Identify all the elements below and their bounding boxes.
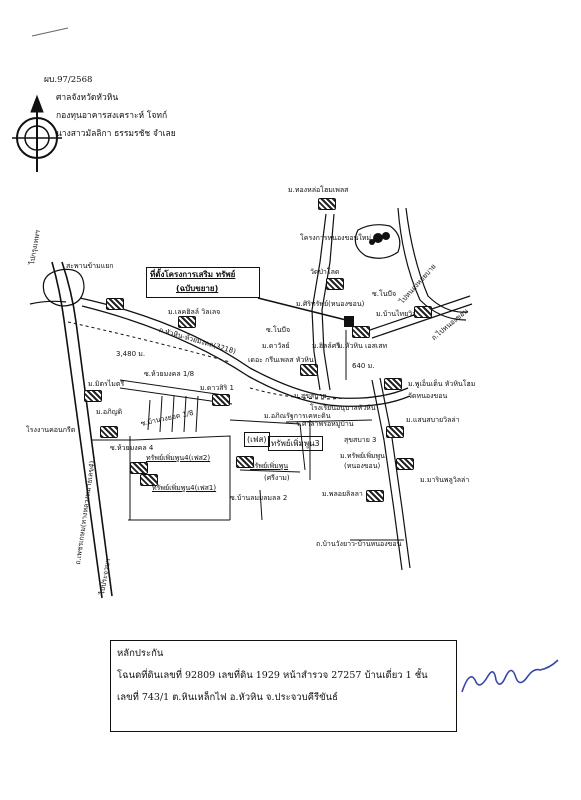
house-icon [140, 474, 158, 486]
place-school: โรงเรียนอนุบาลหัวหิน [310, 404, 376, 412]
label-dist-640: 640 ม. [352, 362, 375, 370]
distance-dashed-line [67, 321, 231, 363]
place-merit-3: ทรัพย์เพิ่มพูน3 [268, 436, 323, 451]
plaintiff: กองทุนอาคารสงเคราะห์ โจทก์ [56, 111, 168, 121]
label-soi-huai-4: ซ.ห้วยมงคล 4 [110, 444, 154, 452]
project-label-box [146, 267, 260, 298]
label-soi-huai: ซ.ห้วยมงคล 1/8 [144, 370, 195, 378]
road-3218 [79, 297, 411, 407]
place-mitsumai: ม.มิตรไมตรี [88, 380, 125, 388]
label-bridge: สะพานข้ามแยก [66, 262, 114, 270]
label-nong-khon-road: ถ.บ้านวังยาว-บ้านหนองขอน [316, 540, 402, 548]
house-icon [84, 390, 102, 402]
place-merit-phun: ทรัพย์เพิ่มพูน [250, 462, 289, 470]
house-icon [300, 364, 318, 376]
collateral-box [110, 640, 457, 732]
place-lake-view: ม.เลคฮิลล์ วิลเลจ [168, 308, 221, 316]
collateral-line1: โฉนดที่ดินเลขที่ 92809 เลขที่ดิน 1929 หน… [117, 670, 428, 681]
label-dist-3490: 3,480 ม. [116, 350, 146, 358]
highway-road [51, 261, 113, 599]
place-wat-nong-khon: วัดหนองขอน [408, 392, 448, 400]
collateral-title: หลักประกัน [117, 648, 164, 659]
place-plant: โรงงานคอนกรีต [26, 426, 76, 434]
house-icon [212, 394, 230, 406]
label-soi-huai-2: ซ.บ้านลมยลมลล 2 [230, 494, 288, 502]
collateral-line2: เลขที่ 743/1 ต.หินเหล็กไฟ อ.หัวหิน จ.ประ… [117, 692, 338, 703]
signature [461, 659, 559, 693]
place-soi-nobi-2: ซ.โนบีจ [266, 326, 291, 334]
place-moo-ban-1: ม.ดาวสิริ 1 [200, 384, 234, 392]
defendant: นางสาวมัลลิกา ธรรมรชัช จำเลย [56, 129, 176, 139]
house-icon [414, 306, 432, 318]
ne-road-2 [405, 207, 469, 313]
place-suksabai: ม.สุขสบาย [294, 392, 327, 400]
court-name: ศาลจังหวัดหัวหิน [56, 93, 119, 103]
house-icon [352, 326, 370, 338]
compass-icon [12, 94, 62, 172]
house-icon [318, 198, 336, 210]
place-hua-hin-esetth: ม.หัวหิน เอสเสท [338, 342, 388, 350]
place-soi-nobi: ซ.โนบีจ [372, 290, 397, 298]
place-pu-chan: ม.พูเอ็นเต็น หัวหินโฮม [408, 380, 476, 388]
house-icon [366, 490, 384, 502]
project-leader-line [257, 297, 347, 321]
north-road-2 [321, 213, 335, 391]
house-icon [130, 462, 148, 474]
place-ban-sirin: ม.อภิณรัฐการเคหะดิน [264, 412, 331, 420]
corner-scribble [31, 27, 69, 37]
place-merit-nong-khon-sub: (หนองขอน) [344, 462, 381, 470]
place-sirinyada: ม.ดาวัลย์ [262, 342, 290, 350]
place-marin-villa: ม.มารินพลูวิลล่า [420, 476, 470, 484]
place-ban-thai: ม.บ้านไทยวิลเลจ [376, 310, 428, 318]
ne-road [397, 207, 467, 321]
house-icon [396, 458, 414, 470]
place-wat-pai-lom: วัดป่าโลด [310, 268, 340, 276]
house-icon [386, 426, 404, 438]
place-sabai-villa: ม.แสนสบายวิลล่า [406, 416, 460, 424]
distance-dashed-line-2 [249, 387, 346, 400]
place-nong-khon-project: โครงการหนองขอนใหม่ [300, 234, 371, 242]
interchange-ramp [29, 300, 67, 305]
place-merit-nong-khon: ม.ทรัพย์เพิ่มพูน [340, 452, 385, 460]
temple-icon [326, 278, 344, 290]
interchange-loop [42, 268, 85, 307]
tree-cluster [369, 232, 390, 245]
place-merit-phun-1: ทรัพย์เพิ่มพูน4(เฟส1) [152, 484, 217, 492]
place-huahin-fa: ม.ฮิลล์ศรี [312, 342, 340, 350]
place-merit-small: (เฟส) [244, 432, 270, 447]
house-icon [106, 298, 124, 310]
project-sublabel: (ฉบับขยาย) [176, 284, 219, 293]
south-road-2 [379, 377, 411, 569]
place-thonglor: ม.ทองหล่อโฮมเพลส [288, 186, 349, 194]
collateral-text: หลักประกัน โฉนดที่ดินเลขที่ 92809 เลขที่… [117, 643, 428, 709]
case-ref: ผบ.97/2568 [44, 75, 93, 85]
place-srisubsap: ม.ศิริทรัพย์(หนองขอน) [296, 300, 365, 308]
place-tha-sala: ร.ศาลาพรอหมู่บ้าน [296, 420, 354, 428]
place-ban-khun: ม.อภิญดิ [96, 408, 123, 416]
project-target-marker [344, 316, 354, 327]
east-road-2 [371, 303, 473, 339]
place-pol-villa: ม.พลอยลิลลา [322, 490, 363, 498]
place-merit-phun-sub: (ศรีงาม) [264, 474, 290, 482]
place-the-green: เดอะ กรีนเพลส หัวหิน [248, 356, 314, 364]
house-icon [178, 316, 196, 328]
house-icon [236, 456, 254, 468]
place-merit-phun-2: ทรัพย์เพิ่มพูน4(เฟส2) [146, 454, 211, 462]
house-icon [100, 426, 118, 438]
project-label: ที่ตั้งโครงการเสริม ทรัพย์ [150, 270, 236, 279]
lake [354, 224, 401, 259]
label-suksan3: สุขสบาย 3 [344, 436, 377, 444]
temple-icon [384, 378, 402, 390]
